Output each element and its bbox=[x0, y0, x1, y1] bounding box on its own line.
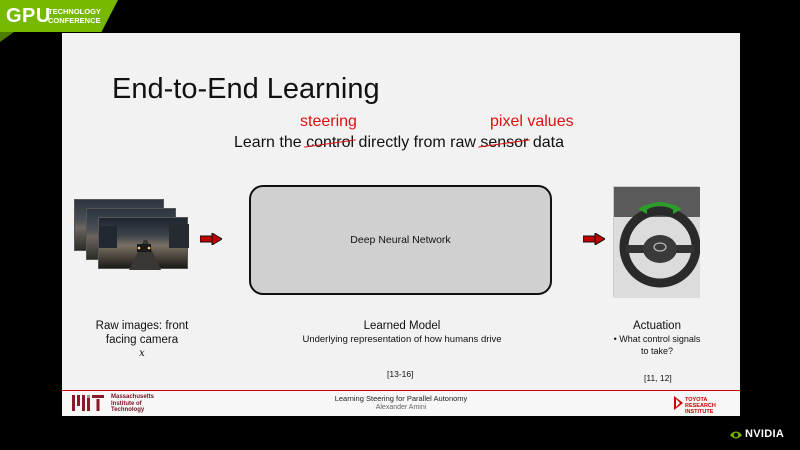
struck-word-sensor: sensor bbox=[480, 134, 529, 151]
raw-image-stack bbox=[74, 199, 199, 270]
caption-raw-images: Raw images: front facing camera x bbox=[76, 319, 208, 361]
road-scene-image bbox=[99, 224, 189, 270]
slide-subtitle: Learn the control directly from raw sens… bbox=[234, 134, 564, 151]
right-arrow-icon bbox=[583, 233, 605, 245]
reference-learned-model: [13-16] bbox=[387, 369, 414, 379]
steering-wheel-icon bbox=[614, 187, 701, 298]
slide-footer: Massachusetts Institute of Technology Le… bbox=[62, 390, 740, 416]
steering-wheel-image bbox=[613, 186, 701, 298]
mit-logo-icon bbox=[72, 395, 104, 411]
reference-actuation: [11, 12] bbox=[644, 373, 672, 383]
input-variable: x bbox=[139, 348, 145, 359]
dnn-label: Deep Neural Network bbox=[350, 234, 451, 246]
struck-word-control: control bbox=[306, 134, 355, 151]
nvidia-wordmark: NVIDIA bbox=[745, 428, 785, 440]
right-arrow-icon bbox=[200, 233, 222, 245]
toyota-wordmark: TOYOTA RESEARCH INSTITUTE bbox=[685, 397, 716, 415]
footer-title: Learning Steering for Parallel Autonomy bbox=[334, 394, 468, 403]
presentation-slide: End-to-End Learning steering pixel value… bbox=[62, 33, 740, 416]
gtc-corner-accent bbox=[0, 32, 14, 42]
gtc-logo-text: GPU bbox=[6, 5, 51, 27]
footer-author: Alexander Amini bbox=[375, 404, 427, 411]
caption-actuation: Actuation • What control signals to take… bbox=[613, 320, 701, 356]
camera-frame bbox=[98, 217, 189, 270]
toyota-logo-icon bbox=[674, 396, 683, 410]
nvidia-logo-icon bbox=[730, 431, 742, 439]
annotation-pixel-values: pixel values bbox=[490, 113, 574, 130]
slide-title: End-to-End Learning bbox=[112, 73, 380, 105]
deep-neural-network-box: Deep Neural Network bbox=[249, 185, 552, 295]
annotation-steering: steering bbox=[300, 113, 357, 130]
caption-learned-model: Learned Model Underlying representation … bbox=[302, 320, 502, 345]
gtc-logo-subtext: TECHNOLOGY CONFERENCE bbox=[48, 7, 101, 25]
gtc-logo: GPU TECHNOLOGY CONFERENCE bbox=[0, 0, 118, 32]
mit-wordmark: Massachusetts Institute of Technology bbox=[111, 394, 155, 413]
